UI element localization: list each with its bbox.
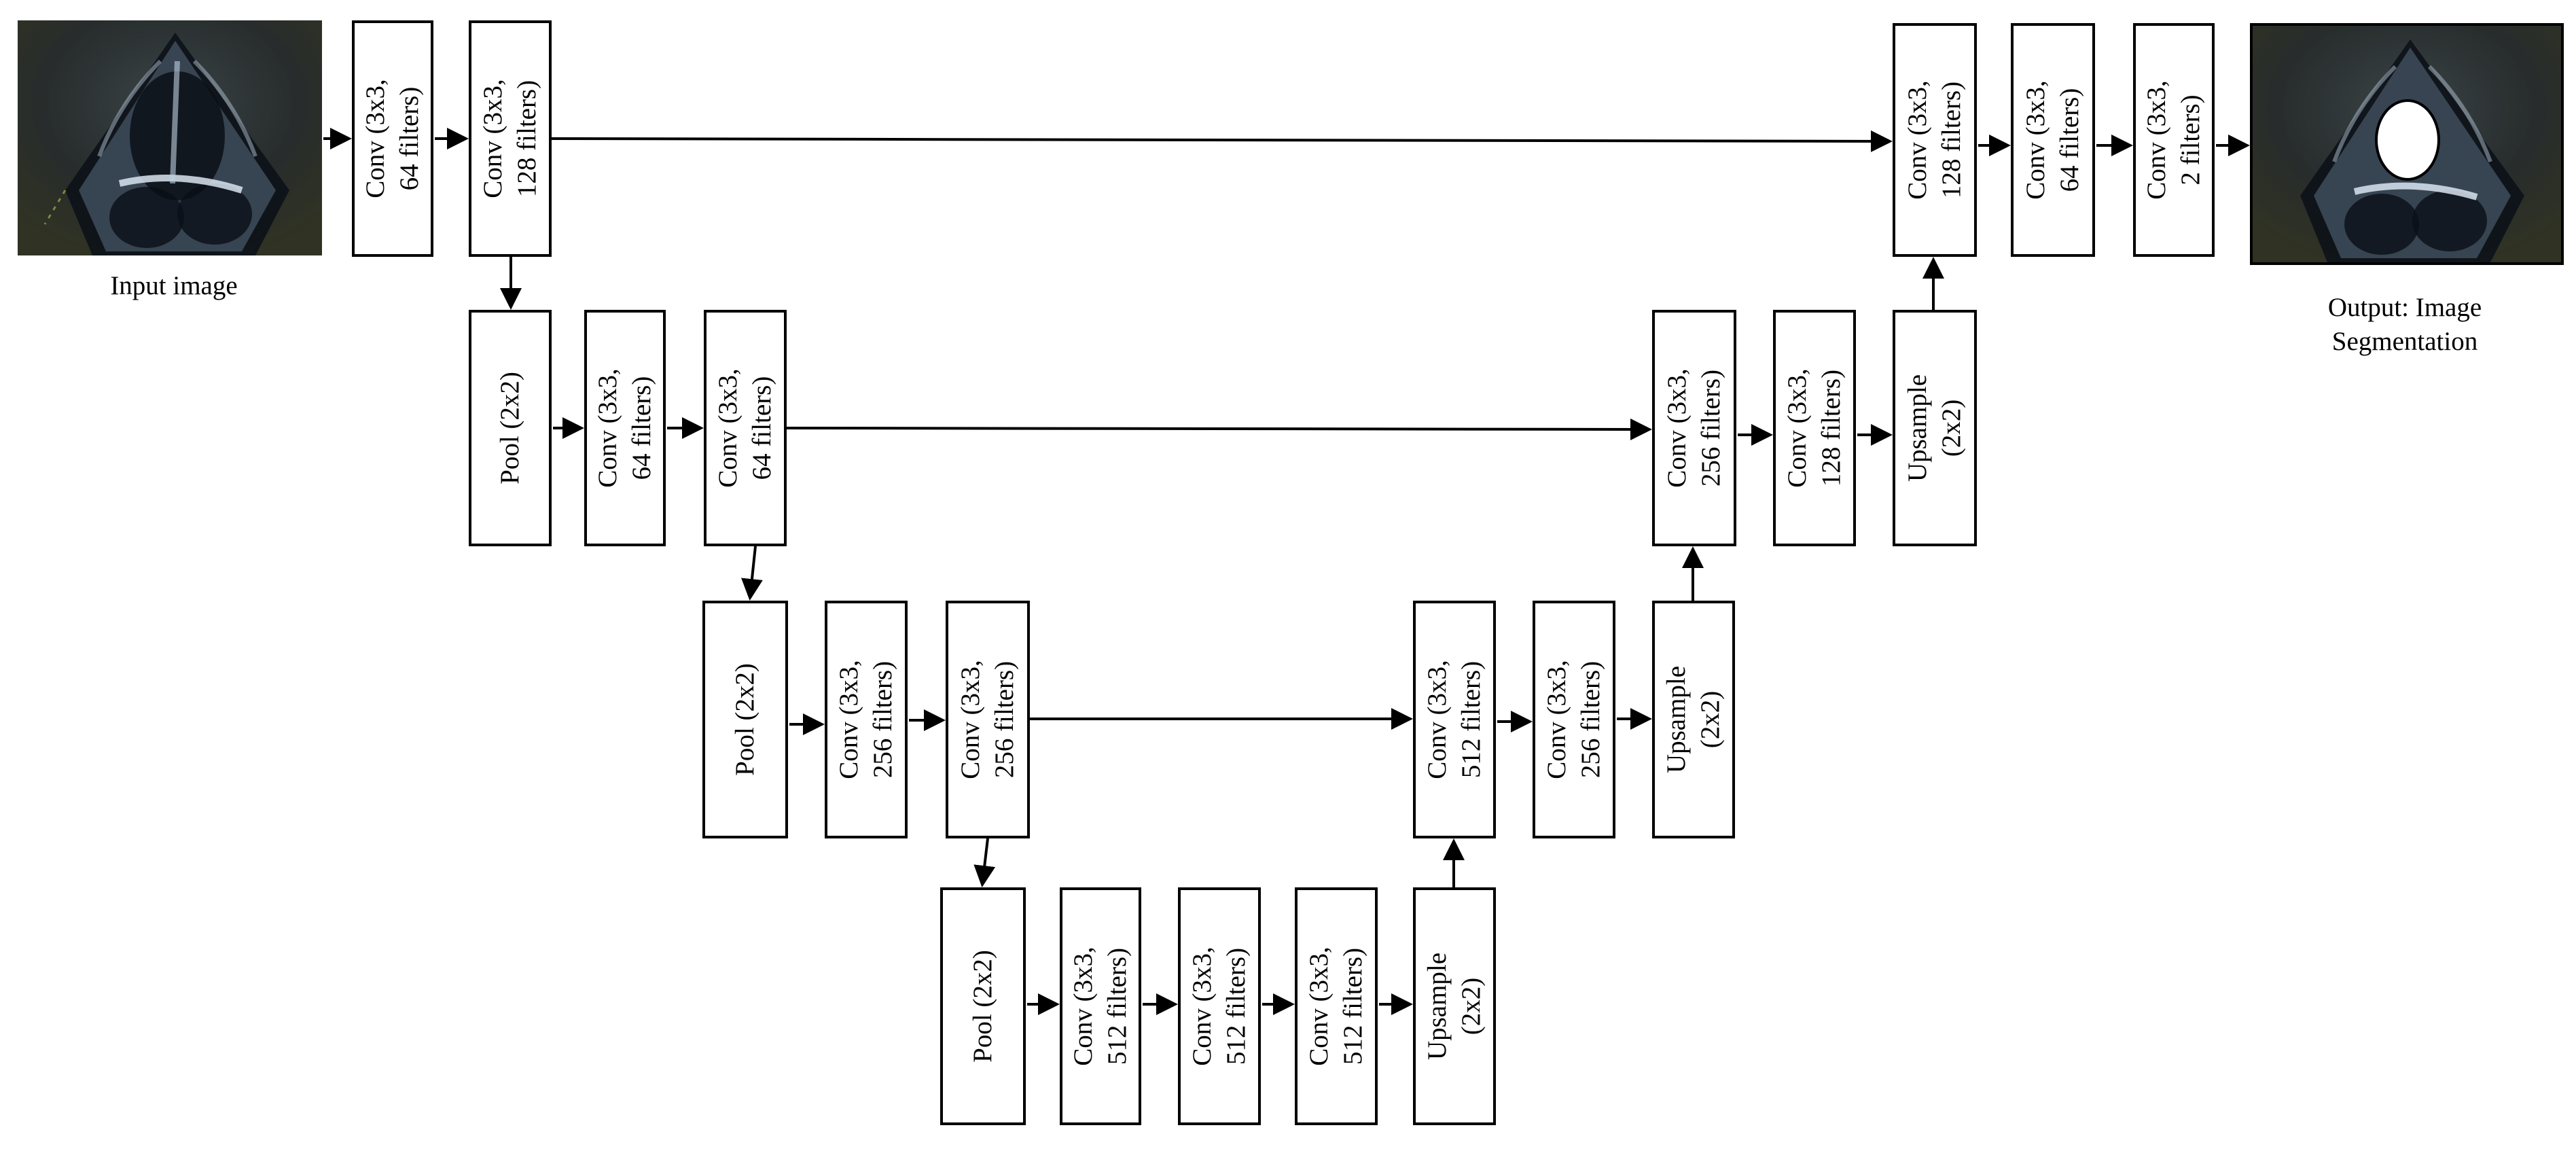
dec2-conv2-block: Conv (3x3,128 filters) bbox=[1773, 310, 1856, 546]
output-image bbox=[2250, 23, 2564, 265]
enc3-pool-block: Pool (2x2) bbox=[702, 601, 788, 838]
input-caption: Input image bbox=[110, 271, 238, 300]
enc1-conv1-block: Conv (3x3,64 filters) bbox=[352, 20, 433, 257]
bot-conv1-block: Conv (3x3,512 filters) bbox=[1060, 887, 1141, 1125]
input-image bbox=[18, 20, 322, 255]
bot-conv2-block: Conv (3x3,512 filters) bbox=[1178, 887, 1261, 1125]
bot-upsample-block: Upsample(2x2) bbox=[1413, 887, 1496, 1125]
skip-connection-arrow bbox=[551, 130, 1893, 152]
dec2-upsample-block: Upsample(2x2) bbox=[1893, 310, 1977, 546]
enc2-pool-block: Pool (2x2) bbox=[469, 310, 552, 546]
bot-pool-block: Pool (2x2) bbox=[940, 887, 1026, 1125]
enc3-conv1-block: Conv (3x3,256 filters) bbox=[825, 601, 908, 838]
dec3-conv2-block: Conv (3x3,256 filters) bbox=[1533, 601, 1615, 838]
enc2-conv2-block: Conv (3x3,64 filters) bbox=[704, 310, 787, 546]
enc2-conv1-block: Conv (3x3,64 filters) bbox=[584, 310, 666, 546]
output-caption-line1: Output: Image bbox=[2327, 293, 2482, 322]
arrow bbox=[973, 838, 996, 887]
dec1-conv3-block: Conv (3x3,2 filters) bbox=[2133, 23, 2215, 257]
dec3-upsample-block: Upsample(2x2) bbox=[1652, 601, 1735, 838]
dec1-conv1-block: Conv (3x3,128 filters) bbox=[1893, 23, 1977, 257]
dec2-conv1-block: Conv (3x3,256 filters) bbox=[1652, 310, 1736, 546]
dec1-conv2-block: Conv (3x3,64 filters) bbox=[2011, 23, 2095, 257]
output-caption: Output: Image Segmentation bbox=[2262, 291, 2547, 359]
dec3-conv1-block: Conv (3x3,512 filters) bbox=[1413, 601, 1496, 838]
output-caption-line2: Segmentation bbox=[2331, 327, 2478, 356]
bot-conv3-block: Conv (3x3,512 filters) bbox=[1295, 887, 1378, 1125]
enc1-conv2-block: Conv (3x3,128 filters) bbox=[469, 20, 552, 257]
skip-connection-arrow bbox=[786, 418, 1652, 440]
arrow bbox=[741, 546, 763, 601]
enc3-conv2-block: Conv (3x3,256 filters) bbox=[946, 601, 1030, 838]
